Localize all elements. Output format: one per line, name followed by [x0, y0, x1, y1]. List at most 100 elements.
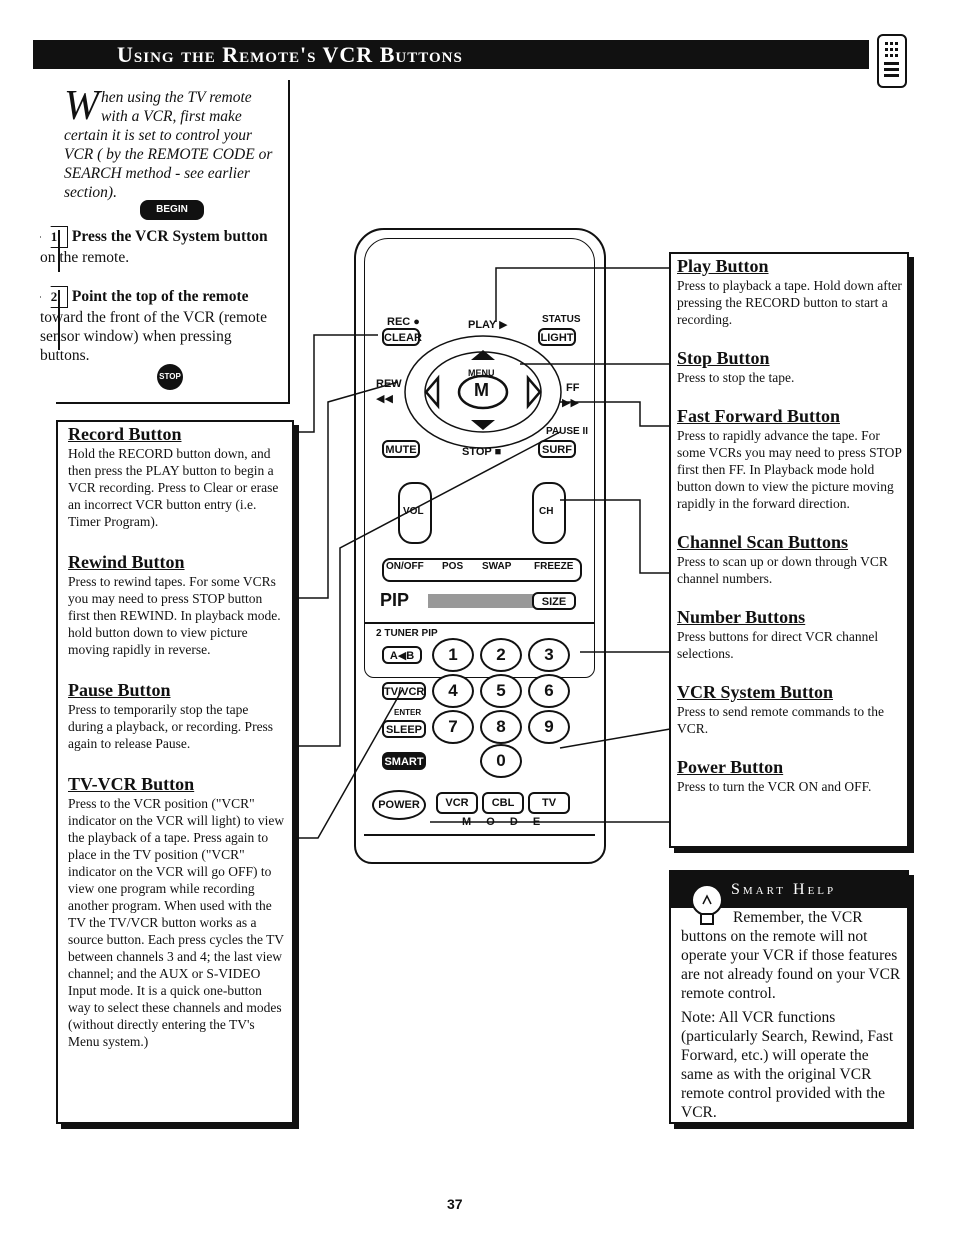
- rec-label: REC ●: [387, 316, 420, 328]
- number-key-4[interactable]: 4: [432, 674, 474, 708]
- play-label: PLAY ▶: [468, 319, 508, 331]
- clear-button[interactable]: CLEAR: [382, 328, 422, 346]
- left-info-box: [56, 420, 294, 1124]
- surf-button[interactable]: SURF: [538, 440, 576, 458]
- step-2-number: 2: [40, 286, 68, 308]
- pause-title: Pause Button: [68, 680, 171, 700]
- channel-scan-section: Channel Scan Buttons Press to scan up or…: [677, 532, 903, 587]
- ff-title: Fast Forward Button: [677, 406, 840, 426]
- pip-freeze-button[interactable]: FREEZE: [534, 561, 574, 572]
- record-title: Record Button: [68, 424, 182, 444]
- pause-section: Pause Button Press to temporarily stop t…: [68, 680, 286, 752]
- tvvcr-title: TV-VCR Button: [68, 774, 195, 794]
- tuner-pip-label: 2 TUNER PIP: [376, 628, 438, 639]
- stop-title: Stop Button: [677, 348, 770, 368]
- intro-box: [56, 80, 290, 404]
- vcr-system-button[interactable]: VCR: [436, 792, 478, 814]
- step-2-rest: toward the front of the VCR (remote sens…: [40, 309, 267, 364]
- power-button[interactable]: POWER: [372, 790, 426, 820]
- number-key-5[interactable]: 5: [480, 674, 522, 708]
- number-key-9[interactable]: 9: [528, 710, 570, 744]
- step-2-bold: Point the top of the remote: [71, 288, 249, 305]
- rewind-text: Press to rewind tapes. For some VCRs you…: [68, 574, 281, 657]
- page-number: 37: [447, 1196, 463, 1212]
- light-button[interactable]: LIGHT: [538, 328, 576, 346]
- ab-button[interactable]: A◀B: [382, 646, 422, 664]
- ff-symbol: ▶▶: [562, 397, 579, 409]
- stop-sign-label: STOP: [159, 372, 181, 381]
- left-sections: Record Button Hold the RECORD button dow…: [68, 424, 286, 1050]
- number-key-3[interactable]: 3: [528, 638, 570, 672]
- remote-control-illustration: REC ● PLAY ▶ STATUS CLEAR LIGHT MENU M R…: [354, 228, 606, 864]
- cbl-mode-button[interactable]: CBL: [482, 792, 524, 814]
- vcr-system-title: VCR System Button: [677, 682, 834, 702]
- number-text: Press buttons for direct VCR channel sel…: [677, 629, 879, 661]
- tv-mode-button[interactable]: TV: [528, 792, 570, 814]
- pause-text: Press to temporarily stop the tape durin…: [68, 702, 274, 751]
- vcr-system-section: VCR System Button Press to send remote c…: [677, 682, 903, 737]
- pip-onoff-button[interactable]: ON/OFF: [386, 561, 424, 572]
- number-section: Number Buttons Press buttons for direct …: [677, 607, 903, 662]
- status-label: STATUS: [542, 314, 581, 325]
- pip-size-button[interactable]: SIZE: [532, 592, 576, 610]
- step-1-bold: Press the VCR System button: [71, 228, 268, 245]
- play-text: Press to playback a tape. Hold down afte…: [677, 278, 902, 327]
- step-1-number: 1: [40, 226, 68, 248]
- channel-scan-title: Channel Scan Buttons: [677, 532, 849, 552]
- pause-label: PAUSE II: [546, 426, 589, 437]
- tvvcr-section: TV-VCR Button Press to the VCR position …: [68, 774, 286, 1050]
- rewind-title: Rewind Button: [68, 552, 185, 572]
- record-section: Record Button Hold the RECORD button dow…: [68, 424, 286, 530]
- number-key-2[interactable]: 2: [480, 638, 522, 672]
- ff-label: FF: [566, 382, 580, 394]
- rewind-section: Rewind Button Press to rewind tapes. For…: [68, 552, 286, 658]
- lightbulb-icon: [691, 884, 723, 925]
- pip-pos-button[interactable]: POS: [442, 561, 464, 572]
- number-key-0[interactable]: 0: [480, 744, 522, 778]
- channel-scan-text: Press to scan up or down through VCR cha…: [677, 554, 888, 586]
- pip-swap-button[interactable]: SWAP: [482, 561, 512, 572]
- play-title: Play Button: [677, 256, 769, 276]
- step-1-rest: on the remote.: [40, 249, 130, 266]
- stop-section: Stop Button Press to stop the tape.: [677, 348, 903, 386]
- right-sections: Play Button Press to playback a tape. Ho…: [677, 256, 903, 795]
- number-key-7[interactable]: 7: [432, 710, 474, 744]
- ch-label: CH: [539, 506, 554, 517]
- enter-label: ENTER: [394, 708, 422, 717]
- sleep-button[interactable]: SLEEP: [382, 720, 426, 738]
- ch-rocker[interactable]: [532, 482, 566, 544]
- vol-label: VOL: [403, 506, 424, 517]
- record-text: Hold the RECORD button down, and then pr…: [68, 446, 279, 529]
- stop-sign-icon: STOP: [157, 364, 183, 390]
- step-2: 2 Point the top of the remote toward the…: [40, 286, 280, 365]
- tvvcr-text: Press to the VCR position ("VCR" indicat…: [68, 796, 285, 1049]
- intro-text: hen using the TV remote with a VCR, firs…: [64, 89, 273, 201]
- menu-m-button[interactable]: M: [474, 380, 489, 400]
- tvvcr-button[interactable]: TV/VCR: [382, 682, 426, 700]
- step-1: 1 Press the VCR System button on the rem…: [40, 226, 280, 267]
- stop-label: STOP ■: [462, 446, 502, 458]
- smart-help-box: Smart Help Remember, the VCR buttons on …: [669, 870, 909, 1124]
- pip-logo: PIP: [380, 590, 410, 610]
- number-key-1[interactable]: 1: [432, 638, 474, 672]
- power-title: Power Button: [677, 757, 784, 777]
- stop-text: Press to stop the tape.: [677, 370, 795, 385]
- rew-symbol: ◀◀: [376, 393, 393, 405]
- menu-label: MENU: [468, 368, 495, 378]
- page-title: Using the Remote's VCR Buttons: [33, 40, 869, 69]
- power-text: Press to turn the VCR ON and OFF.: [677, 779, 872, 794]
- begin-label: BEGIN: [156, 204, 188, 215]
- vol-rocker[interactable]: [398, 482, 432, 544]
- power-section: Power Button Press to turn the VCR ON an…: [677, 757, 903, 795]
- number-title: Number Buttons: [677, 607, 806, 627]
- smart-button[interactable]: SMART: [382, 752, 426, 770]
- number-key-8[interactable]: 8: [480, 710, 522, 744]
- vcr-system-text: Press to send remote commands to the VCR…: [677, 704, 884, 736]
- right-info-box: [669, 252, 909, 848]
- begin-badge: BEGIN: [140, 200, 204, 220]
- number-key-6[interactable]: 6: [528, 674, 570, 708]
- mute-button[interactable]: MUTE: [382, 440, 420, 458]
- dpad-icon: [404, 335, 562, 449]
